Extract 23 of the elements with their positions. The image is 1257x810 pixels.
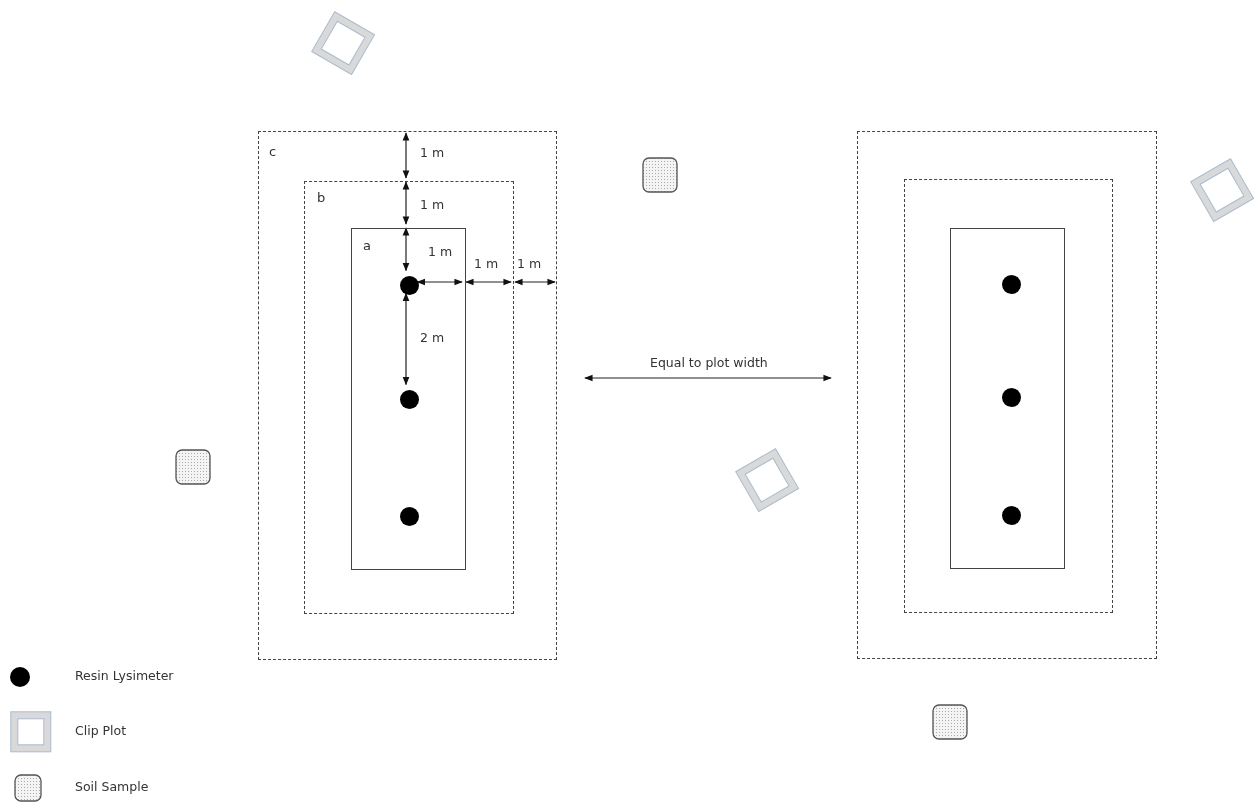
legend-label: Resin Lysimeter bbox=[75, 670, 174, 683]
lysimeter-dot bbox=[399, 389, 419, 409]
measurement-arrow bbox=[402, 181, 410, 225]
lysimeter-dot bbox=[1001, 505, 1021, 525]
lysimeter-dot bbox=[399, 275, 419, 295]
dimension-label: Equal to plot width bbox=[650, 357, 768, 370]
measurement-arrow bbox=[465, 278, 512, 286]
legend-label: Soil Sample bbox=[75, 781, 149, 794]
buffer-zone-outline bbox=[857, 131, 1157, 659]
buffer-zone-outline bbox=[904, 179, 1113, 613]
zone-letter: a bbox=[363, 239, 371, 252]
measurement-arrow bbox=[402, 227, 410, 272]
measurement-arrow bbox=[514, 278, 556, 286]
measurement-arrow bbox=[402, 132, 410, 179]
zone-letter: b bbox=[317, 191, 326, 204]
zone-letter: c bbox=[269, 145, 277, 158]
measurement-arrow bbox=[402, 292, 410, 386]
legend-label: Clip Plot bbox=[75, 725, 127, 738]
measurement-arrow bbox=[416, 278, 463, 286]
lysimeter-dot bbox=[1001, 274, 1021, 294]
lysimeter-dot bbox=[399, 506, 419, 526]
lysimeter-dot bbox=[1001, 387, 1021, 407]
plot-outline bbox=[950, 228, 1065, 569]
